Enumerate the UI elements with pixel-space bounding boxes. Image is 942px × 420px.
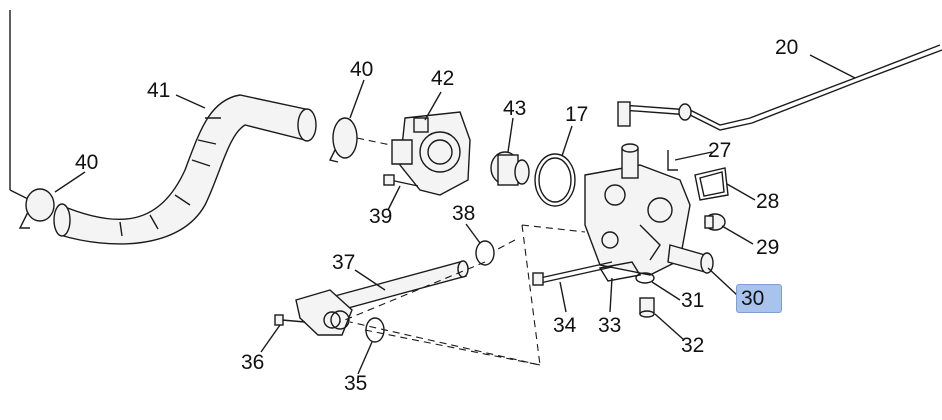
callout-34: 34 xyxy=(553,314,577,337)
assembly-guide xyxy=(339,224,586,366)
o-ring-35 xyxy=(365,317,385,343)
callout-30: 30 xyxy=(741,287,765,310)
callout-40: 40 xyxy=(350,58,374,81)
leader-lines xyxy=(54,54,856,375)
hose-clamp-40-left xyxy=(18,188,55,229)
highlighted-callout-box xyxy=(736,284,782,313)
bolt-39 xyxy=(383,174,419,187)
hose-clamp-40-right xyxy=(328,117,358,163)
callout-20: 20 xyxy=(775,36,799,59)
seal-ring-17 xyxy=(534,153,576,207)
plug-32 xyxy=(639,297,655,318)
callout-42: 42 xyxy=(431,67,455,90)
gasket-28 xyxy=(694,167,729,201)
callout-35: 35 xyxy=(344,372,368,395)
callout-32: 32 xyxy=(681,334,705,357)
callout-36: 36 xyxy=(241,351,265,374)
long-bolt-34 xyxy=(532,261,613,286)
sensor-29 xyxy=(704,213,726,231)
water-outlet-housing xyxy=(584,143,691,276)
callout-37: 37 xyxy=(332,251,356,274)
callout-33: 33 xyxy=(598,314,622,337)
gasket-27 xyxy=(667,150,678,171)
thermostat-housing-42 xyxy=(391,111,471,196)
callout-29: 29 xyxy=(756,236,780,259)
bypass-pipe-37 xyxy=(295,260,469,336)
o-ring-31 xyxy=(635,272,655,284)
outlet-pipe-30 xyxy=(667,244,714,274)
sensor-wire-20 xyxy=(617,44,942,131)
o-ring-38 xyxy=(475,240,495,266)
radiator-hose-41 xyxy=(53,94,317,245)
callout-17: 17 xyxy=(565,103,589,126)
callout-38: 38 xyxy=(452,202,476,225)
callout-43: 43 xyxy=(503,97,527,120)
callout-27: 27 xyxy=(708,139,732,162)
bolt-36 xyxy=(274,314,306,326)
callout-28: 28 xyxy=(756,190,780,213)
callout-31: 31 xyxy=(681,289,705,312)
gasket-33 xyxy=(598,261,642,282)
callout-39: 39 xyxy=(369,205,393,228)
thermostat-43 xyxy=(490,151,530,186)
callout-41: 41 xyxy=(147,79,171,102)
callout-40: 40 xyxy=(75,151,99,174)
